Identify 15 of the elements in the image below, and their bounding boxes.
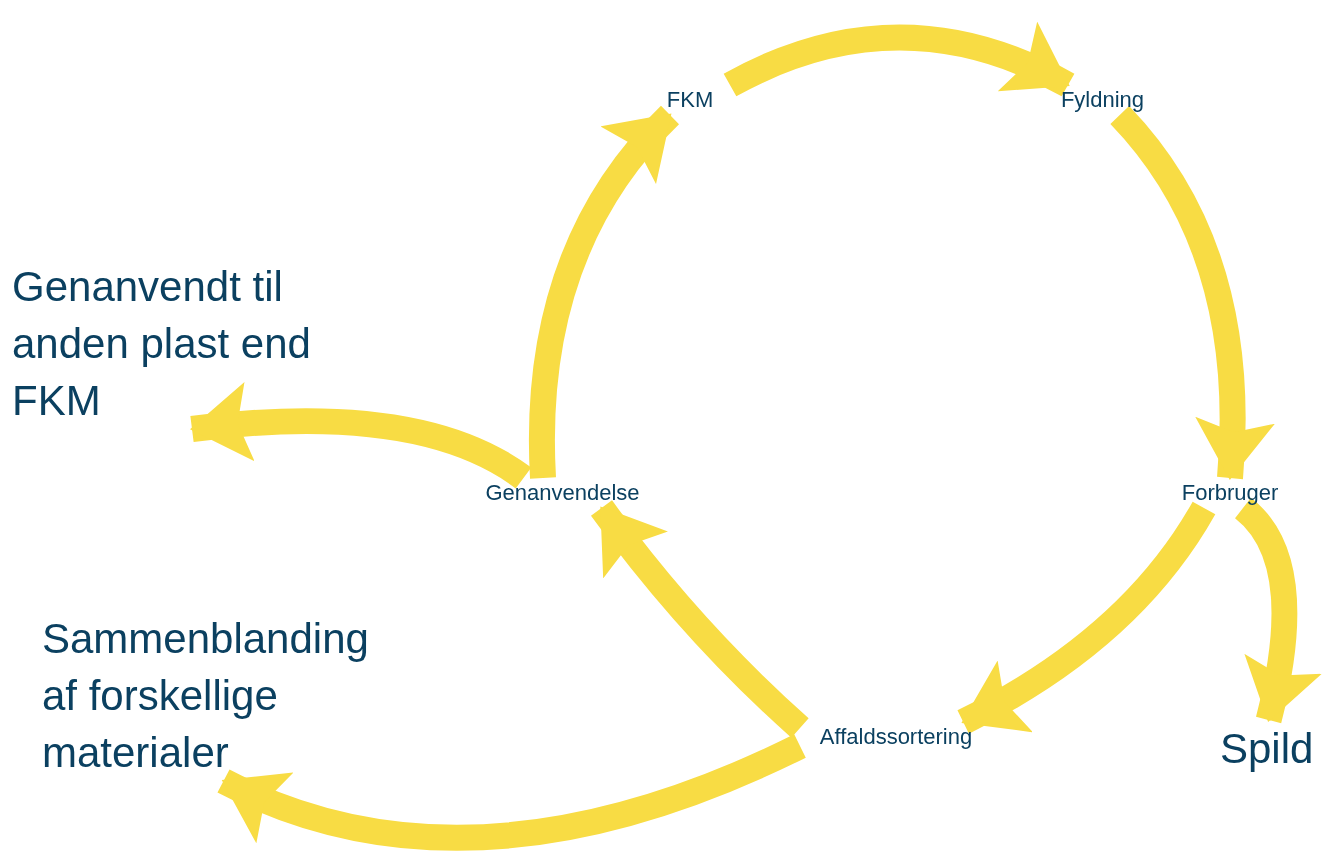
node-label: Affaldssortering — [800, 722, 992, 752]
node-label: Forbruger — [1165, 478, 1295, 508]
node-label: FKM — [640, 85, 740, 115]
node-label: Fyldning — [1045, 85, 1160, 115]
curved-arrow — [591, 500, 809, 738]
curved-arrow — [190, 382, 531, 489]
node-label: Genanvendelse — [465, 478, 660, 508]
node-label: Sammenblanding af forskellige materialer — [42, 610, 372, 781]
node-label: Spild — [1220, 720, 1328, 777]
curved-arrow — [957, 501, 1216, 734]
curved-arrow — [218, 734, 806, 851]
node-label: Genanvendt til anden plast end FKM — [12, 258, 372, 429]
curved-arrow — [528, 106, 680, 479]
curved-arrow — [1110, 106, 1274, 480]
curved-arrow — [724, 22, 1074, 97]
